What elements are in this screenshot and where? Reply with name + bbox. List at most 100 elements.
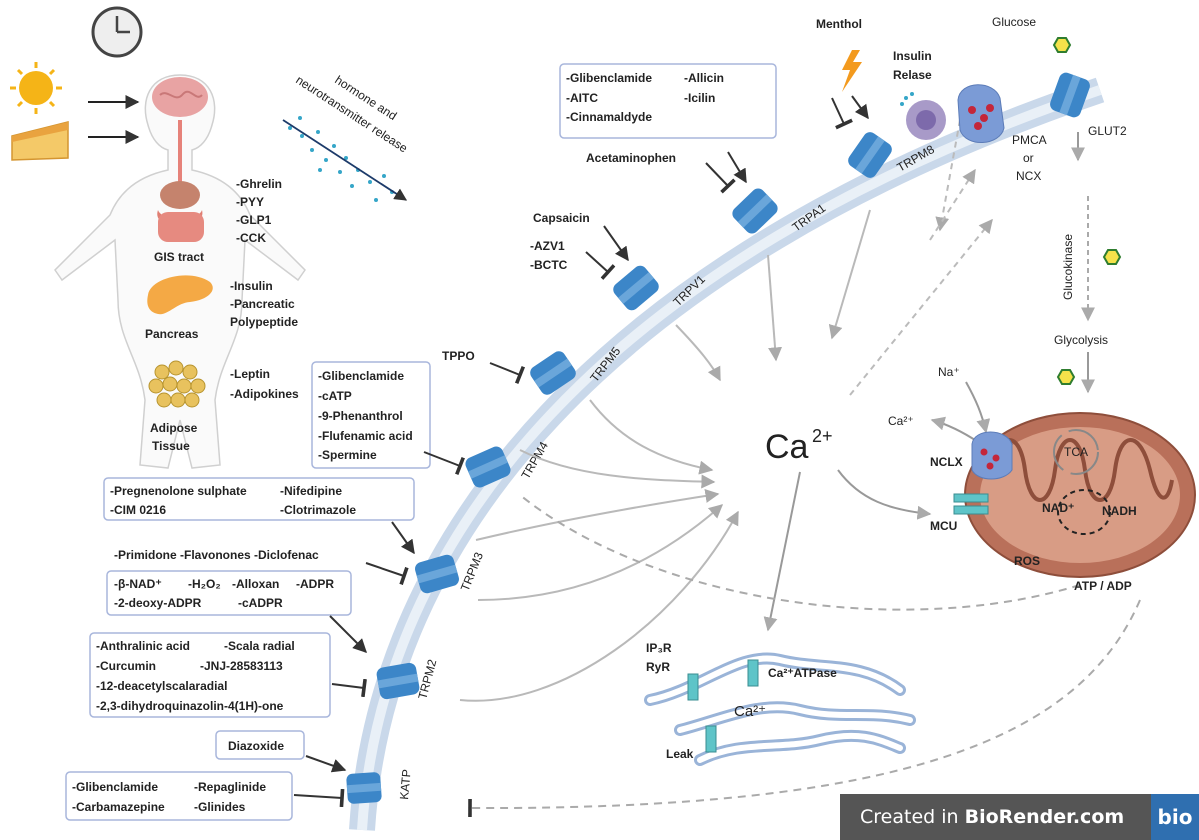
trpm4-mod-4: -Flufenamic acid [318,429,413,443]
er-calcium-label: Ca²⁺ [734,703,766,720]
katp-inh-1: -Glibenclamide [72,780,158,794]
channel-katp-icon [346,772,382,804]
trpa1-mod-4: -Allicin [684,71,724,85]
trpm3-mod-3: -Nifedipine [280,484,342,498]
leak-label: Leak [666,747,694,761]
ip3r-label: IP₃R [646,641,672,655]
trpm2-inh-6: -2,3-dihydroquinazolin-4(1H)-one [96,699,284,713]
glycolysis-label: Glycolysis [1054,333,1108,347]
mitochondrion-icon [964,412,1196,578]
insulin-label-2: Relase [893,68,932,82]
trpa1-modulator-box [559,63,777,139]
channel-trpm5-icon [530,351,576,395]
channel-trpm3-icon [415,554,459,594]
created-in-text: Created in BioRender.com [840,806,1151,828]
hormone-release-arrow [282,119,408,201]
katp-inh-2: -Carbamazepine [72,800,165,814]
ca-efflux-dashed [849,218,993,396]
trpm2-inhibition [331,678,367,698]
clock-icon [91,6,143,58]
er-uptake-arrow [763,471,801,632]
na-label: Na⁺ [938,365,960,379]
ryr-label: RyR [646,660,670,674]
trpa1-mod-5: -Icilin [684,91,715,105]
mcu-icon [953,493,989,515]
pmca-label-3: NCX [1016,169,1041,183]
trpm2-inh-5: -12-deacetylscalaradial [96,679,227,693]
ros-label: ROS [1014,554,1040,568]
trpm2-act-2: -H₂O₂ [188,577,221,591]
trpm2-label: TRPM2 [415,658,439,701]
trpm2-inhibitor-box [89,632,331,718]
trpm2-activator-box [106,570,352,616]
trpm2-activation [329,615,367,653]
trpm2-act-6: -cADPR [238,596,283,610]
glucose-hexagon-icon [1052,37,1072,53]
brand-name: BioRender.com [964,806,1125,828]
glucokinase-label: Glucokinase [1061,234,1075,300]
mcu-label: MCU [930,519,957,533]
na-arrow [965,381,991,434]
cell-membrane-inner [357,85,1102,831]
trpm4-mod-2: -cATP [318,389,352,403]
katp-inhibitor-box [65,771,293,821]
katp-inhibition [293,788,345,808]
diazoxide-box [215,730,305,760]
channel-trpm2-icon [376,662,420,700]
trpm3-inhibition [365,562,409,586]
pancreas-label: Pancreas [145,327,199,341]
glucose-hexagon-icon [1056,369,1076,385]
glucose-hexagon-icon [1102,249,1122,265]
katp-label: KATP [397,769,414,801]
trpm3-mod-2: -CIM 0216 [110,503,166,517]
pmca-label-2: or [1023,151,1034,165]
capsaicin-label: Capsaicin [533,211,590,225]
cheese-icon [11,121,69,161]
trpm2-inh-4: -JNJ-28583113 [200,659,283,673]
glucose-label: Glucose [992,15,1036,29]
trpm2-inh-1: -Anthralinic acid [96,639,190,653]
trpa1-mod-3: -Cinnamaldyde [566,110,652,124]
trpm2-act-3: -Alloxan [232,577,279,591]
glut2-label: GLUT2 [1088,124,1127,138]
atp-to-katp-lower-dashed [468,599,1141,818]
adipose-hormone-2: -Adipokines [230,387,299,401]
trpm3-modulator-box [103,477,415,521]
hormone-release-dots [288,116,394,202]
atp-adp-label: ATP / ADP [1074,579,1132,593]
calcium-center-label: Ca [765,428,809,466]
mcu-uptake-arrow [837,469,932,520]
trpm3-mod-1: -Pregnenolone sulphate [110,484,247,498]
trpm3-label: TRPM3 [458,550,486,593]
body-outline [54,74,306,469]
trpm3-inhibitors: -Primidone -Flavonones -Diclofenac [114,548,319,562]
trpv1-inhibitor-line [585,251,616,280]
trpm4-modulator-box [311,361,431,469]
adipose-hormone-1: -Leptin [230,367,270,381]
insulin-release-dashed [935,119,961,232]
gi-tract-icon [157,181,204,242]
katp-inh-3: -Repaglinide [194,780,266,794]
gi-hormone-4: -CCK [236,231,266,245]
trpm3-activation [391,521,415,555]
calcium-center-superscript: 2+ [812,426,833,446]
pancreas-hormone-2: -Pancreatic [230,297,295,311]
channel-trpm8-icon [848,132,892,178]
adipose-label-1: Adipose [150,421,198,435]
adipose-icon [148,360,206,408]
adipose-label-2: Tissue [152,439,190,453]
calcium-influx-arrows [459,209,871,702]
tppo-label: TPPO [442,349,475,363]
acetaminophen-label: Acetaminophen [586,151,676,165]
insulin-label-1: Insulin [893,49,932,63]
pmca-icon [957,84,1005,143]
katp-inh-4: -Glinides [194,800,246,814]
diazoxide-label: Diazoxide [228,739,284,753]
tca-cycle-icon [1053,429,1099,475]
ip3r-channel-icon [687,673,699,701]
trpm4-mod-3: -9-Phenanthrol [318,409,403,423]
gi-hormone-2: -PYY [236,195,264,209]
trpm2-inh-3: -Curcumin [96,659,156,673]
